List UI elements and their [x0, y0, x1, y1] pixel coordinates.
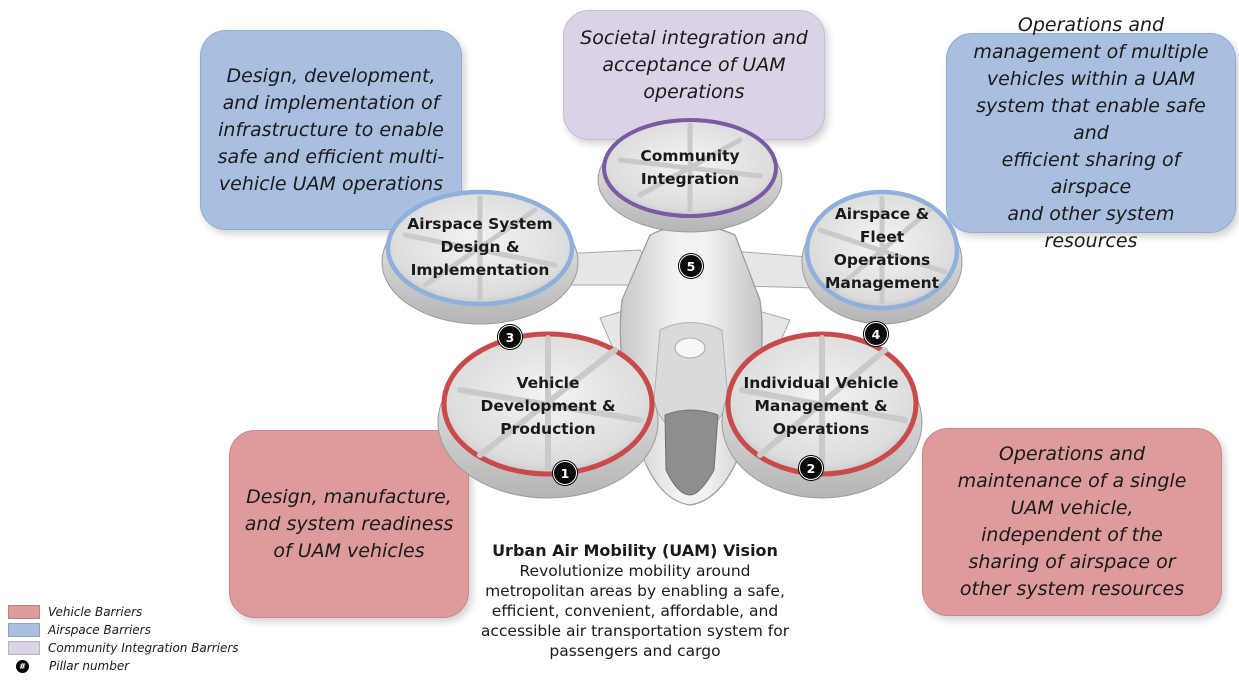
vehicle-dev-description: Design, manufacture, and system readines… [244, 485, 454, 562]
uam-vision-statement: Urban Air Mobility (UAM) Vision Revoluti… [470, 541, 800, 661]
pillar-badge-4: 4 [864, 322, 888, 346]
pillar-badge-2: 2 [799, 456, 823, 480]
vision-title: Urban Air Mobility (UAM) Vision [492, 541, 778, 560]
legend-item-pillar: # Pillar number [8, 657, 239, 675]
rotor-label-airspace-fleet: Airspace & Fleet Operations Management [824, 205, 940, 292]
pillar-badge-5: 5 [679, 254, 703, 278]
pillar-badge-1: 1 [553, 461, 577, 485]
individual-vehicle-description: Operations and maintenance of a single U… [957, 443, 1187, 600]
rotor-label-individual-vehicle: Individual Vehicle Management & Operatio… [743, 374, 899, 438]
rotor-label-community: Community Integration [640, 147, 740, 188]
legend-item-community: Community Integration Barriers [8, 639, 239, 657]
airspace-fleet-description: Operations and management of multiple ve… [973, 13, 1209, 252]
legend-swatch-airspace [8, 623, 40, 637]
legend-item-vehicle: Vehicle Barriers [8, 603, 239, 621]
vehicle-dev-description-box: Design, manufacture, and system readines… [229, 430, 469, 618]
rotor-label-airspace-system: Airspace System Design & Implementation [407, 215, 553, 279]
rotor-vehicle-dev [437, 331, 659, 499]
rotor-individual-vehicle [721, 331, 923, 499]
legend-label-vehicle: Vehicle Barriers [48, 605, 143, 619]
airspace-fleet-description-box: Operations and management of multiple ve… [946, 14, 1236, 252]
legend-swatch-vehicle [8, 605, 40, 619]
community-description: Societal integration and acceptance of U… [580, 27, 808, 103]
individual-vehicle-description-box: Operations and maintenance of a single U… [922, 428, 1222, 616]
airspace-system-description: Design, development, and implementation … [217, 64, 445, 195]
rotor-airspace-fleet [801, 189, 963, 325]
rotor-airspace-system [381, 189, 579, 325]
legend-swatch-community [8, 641, 40, 655]
legend-item-airspace: Airspace Barriers [8, 621, 239, 639]
legend-label-pillar: Pillar number [49, 659, 130, 673]
airspace-system-description-box: Design, development, and implementation … [200, 30, 462, 230]
legend-label-airspace: Airspace Barriers [48, 623, 151, 637]
legend: Vehicle Barriers Airspace Barriers Commu… [8, 603, 239, 675]
vision-body: Revolutionize mobility around metropolit… [480, 562, 790, 660]
legend-pillar-symbol: # [16, 659, 29, 673]
rotor-label-vehicle-dev: Vehicle Development & Production [480, 374, 616, 438]
rotor-community [597, 118, 783, 233]
legend-label-community: Community Integration Barriers [48, 641, 239, 655]
pillar-badge-3: 3 [498, 325, 522, 349]
